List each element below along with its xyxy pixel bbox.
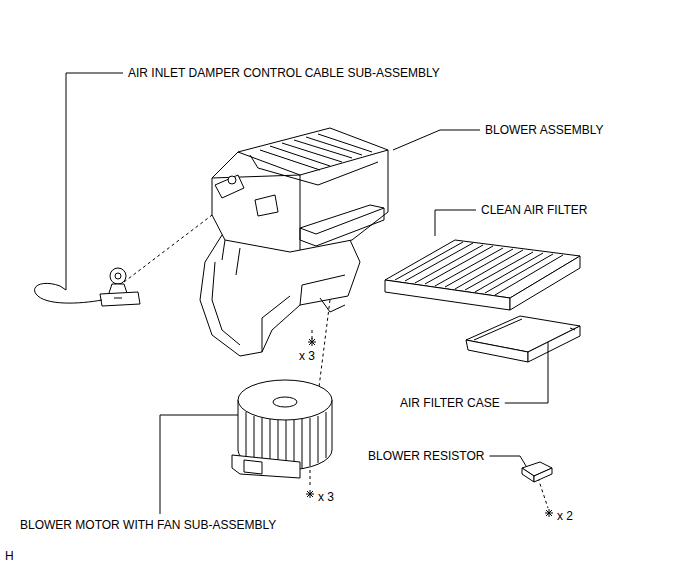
leader-line — [393, 130, 480, 150]
label-anchor: BLOWER MOTOR WITH FAN SUB-ASSEMBLY — [19, 515, 277, 533]
part-name: AIR FILTER CASE — [399, 396, 501, 410]
part-name: AIR INLET DAMPER CONTROL CABLE SUB-ASSEM… — [127, 66, 441, 80]
clean-air-filter — [385, 240, 580, 310]
blower-motor-with-fan — [232, 380, 332, 478]
air-filter-case — [466, 316, 580, 362]
assembly-line — [310, 470, 311, 488]
leader-line — [505, 342, 548, 403]
blower-assembly — [200, 128, 388, 356]
leader-line — [435, 210, 476, 236]
leader-line — [66, 73, 123, 290]
assembly-line — [538, 478, 548, 508]
leader-line — [160, 415, 238, 514]
label-anchor: CLEAN AIR FILTER — [480, 200, 588, 218]
label-anchor: BLOWER RESISTOR — [367, 446, 485, 464]
quantity-note: x 2 — [556, 509, 574, 523]
label-anchor: AIR FILTER CASE — [399, 393, 501, 411]
label-anchor: BLOWER ASSEMBLY — [484, 120, 604, 138]
control-cable — [35, 268, 140, 306]
part-name: BLOWER MOTOR WITH FAN SUB-ASSEMBLY — [19, 518, 277, 532]
label-anchor: AIR INLET DAMPER CONTROL CABLE SUB-ASSEM… — [127, 63, 441, 81]
label-anchor: x 3 — [317, 487, 335, 505]
blower-resistor — [522, 462, 552, 482]
label-anchor: H — [4, 546, 15, 564]
quantity-note: x 3 — [298, 349, 316, 363]
part-name: CLEAN AIR FILTER — [480, 203, 588, 217]
part-name: BLOWER ASSEMBLY — [484, 123, 604, 137]
part-name: BLOWER RESISTOR — [367, 449, 485, 463]
label-anchor: x 2 — [556, 506, 574, 524]
figure-code: H — [4, 549, 15, 563]
screw-symbol — [306, 338, 553, 517]
label-anchor: x 3 — [298, 346, 316, 364]
leader-line — [489, 456, 526, 466]
quantity-note: x 3 — [317, 490, 335, 504]
assembly-line — [318, 300, 330, 395]
